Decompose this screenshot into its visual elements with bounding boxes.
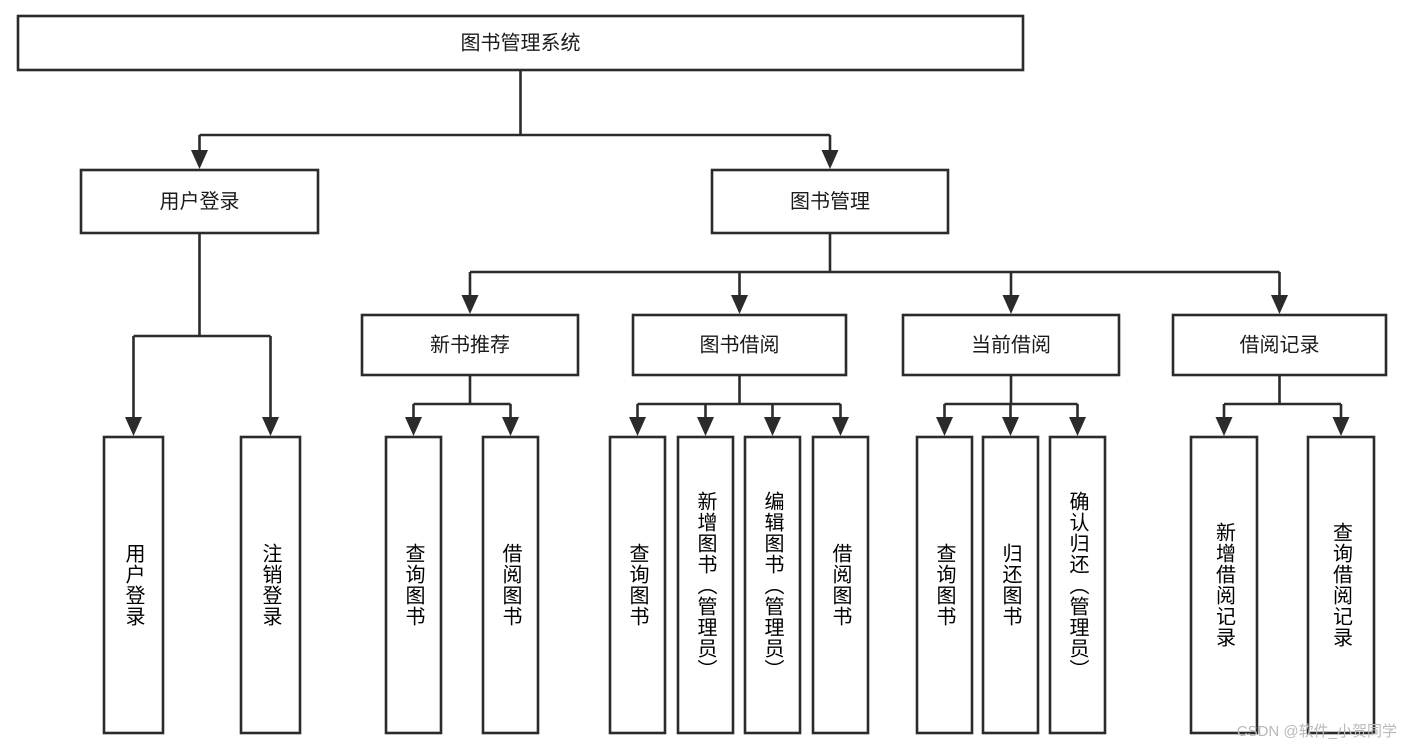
- node-label-book-manage: 图书管理: [790, 190, 870, 213]
- arrow-head-leaf_add_borrow_record: [1215, 417, 1233, 436]
- arrow-head-leaf_query_book_b: [629, 417, 646, 436]
- node-box-book-manage: [710, 168, 950, 235]
- arrow-head-leaf_query_book_c: [936, 417, 953, 436]
- node-label-current-borrow: 当前借阅: [971, 333, 1051, 356]
- node-label-wrap-leaf-user-login: 用户登录: [122, 543, 144, 627]
- arrow-head-leaf_query_book_a: [405, 417, 422, 436]
- node-leaf-user-login[interactable]: 用户登录: [102, 435, 165, 735]
- node-leaf-add-book-admin[interactable]: 新增图书（管理员）: [676, 435, 735, 735]
- node-box-root: [16, 14, 1025, 72]
- node-leaf-return-book[interactable]: 归还图书: [981, 435, 1040, 735]
- node-box-leaf-return-book: [981, 435, 1040, 735]
- arrow-head-user_login: [191, 150, 208, 169]
- node-box-leaf-query-book-b: [608, 435, 667, 735]
- node-box-leaf-borrow-book-b: [811, 435, 870, 735]
- node-label-leaf-edit-book-admin: 编辑图书（管理员）: [761, 490, 783, 680]
- arrow-head-leaf_borrow_book_a: [502, 417, 519, 436]
- arrow-head-leaf_add_book_admin: [697, 417, 714, 436]
- node-label-leaf-return-book: 归还图书: [999, 543, 1021, 627]
- node-label-user-login: 用户登录: [160, 190, 240, 213]
- arrow-head-leaf_return_book: [1002, 417, 1019, 436]
- node-box-leaf-borrow-book-a: [481, 435, 540, 735]
- node-leaf-confirm-return-admin[interactable]: 确认归还（管理员）: [1048, 435, 1107, 735]
- node-box-leaf-confirm-return-admin: [1048, 435, 1107, 735]
- arrow-head-new_book_rec: [461, 295, 479, 314]
- node-label-leaf-confirm-return-admin: 确认归还（管理员）: [1066, 490, 1088, 680]
- node-label-leaf-query-book-a: 查询图书: [402, 543, 424, 627]
- node-label-wrap-leaf-query-book-c: 查询图书: [933, 543, 955, 627]
- node-leaf-borrow-book-b[interactable]: 借阅图书: [811, 435, 870, 735]
- node-label-wrap-leaf-query-book-b: 查询图书: [626, 543, 648, 627]
- arrow-head-current_borrow: [1002, 295, 1020, 314]
- arrow-head-leaf_query_borrow_record: [1332, 417, 1350, 436]
- node-leaf-query-book-b[interactable]: 查询图书: [608, 435, 667, 735]
- arrow-head-leaf_confirm_return_admin: [1069, 417, 1086, 436]
- node-label-wrap-leaf-borrow-book-a: 借阅图书: [499, 543, 521, 627]
- node-label-leaf-add-book-admin: 新增图书（管理员）: [694, 490, 716, 680]
- node-label-root: 图书管理系统: [461, 31, 581, 54]
- node-box-book-borrow: [631, 313, 848, 377]
- node-box-leaf-add-book-admin: [676, 435, 735, 735]
- node-label-borrow-record: 借阅记录: [1240, 333, 1320, 356]
- nodes-layer: 图书管理系统用户登录图书管理新书推荐图书借阅当前借阅借阅记录用户登录注销登录查询…: [16, 14, 1388, 735]
- node-leaf-query-borrow-record[interactable]: 查询借阅记录: [1306, 435, 1376, 735]
- node-label-wrap-leaf-query-book-a: 查询图书: [402, 543, 424, 627]
- node-label-leaf-add-borrow-record: 新增借阅记录: [1212, 522, 1235, 648]
- node-box-leaf-user-login: [102, 435, 165, 735]
- arrow-head-leaf_logout: [262, 417, 279, 436]
- node-leaf-logout[interactable]: 注销登录: [239, 435, 302, 735]
- arrow-head-leaf_user_login: [125, 417, 142, 436]
- node-box-user-login: [79, 168, 320, 235]
- node-box-leaf-add-borrow-record: [1189, 435, 1259, 735]
- node-label-leaf-borrow-book-b: 借阅图书: [829, 543, 851, 627]
- node-leaf-borrow-book-a[interactable]: 借阅图书: [481, 435, 540, 735]
- node-user-login[interactable]: 用户登录: [79, 168, 320, 235]
- node-label-new-book-rec: 新书推荐: [430, 333, 510, 356]
- node-box-leaf-query-borrow-record: [1306, 435, 1376, 735]
- node-leaf-edit-book-admin[interactable]: 编辑图书（管理员）: [743, 435, 802, 735]
- arrow-head-borrow_record: [1271, 295, 1288, 314]
- node-label-wrap-leaf-return-book: 归还图书: [999, 543, 1021, 627]
- arrow-head-leaf_edit_book_admin: [764, 417, 781, 436]
- node-label-wrap-leaf-logout: 注销登录: [259, 543, 281, 627]
- node-box-current-borrow: [901, 313, 1121, 377]
- arrow-head-leaf_borrow_book_b: [832, 417, 849, 436]
- node-label-wrap-leaf-add-borrow-record: 新增借阅记录: [1212, 522, 1235, 648]
- node-label-wrap-leaf-query-borrow-record: 查询借阅记录: [1329, 522, 1352, 648]
- node-leaf-query-book-a[interactable]: 查询图书: [384, 435, 443, 735]
- node-new-book-rec[interactable]: 新书推荐: [360, 313, 580, 377]
- node-label-leaf-query-borrow-record: 查询借阅记录: [1329, 522, 1352, 648]
- node-label-leaf-query-book-c: 查询图书: [933, 543, 955, 627]
- node-box-leaf-edit-book-admin: [743, 435, 802, 735]
- node-label-leaf-logout: 注销登录: [259, 543, 281, 627]
- node-borrow-record[interactable]: 借阅记录: [1171, 313, 1388, 377]
- edges-layer: [125, 70, 1350, 436]
- node-label-leaf-borrow-book-a: 借阅图书: [499, 543, 521, 627]
- node-box-leaf-query-book-c: [915, 435, 974, 735]
- node-root[interactable]: 图书管理系统: [16, 14, 1025, 72]
- node-label-book-borrow: 图书借阅: [700, 333, 780, 356]
- node-current-borrow[interactable]: 当前借阅: [901, 313, 1121, 377]
- node-label-wrap-leaf-edit-book-admin: 编辑图书（管理员）: [761, 490, 783, 680]
- arrow-head-book_manage: [821, 150, 839, 169]
- node-book-manage[interactable]: 图书管理: [710, 168, 950, 235]
- node-box-borrow-record: [1171, 313, 1388, 377]
- node-leaf-query-book-c[interactable]: 查询图书: [915, 435, 974, 735]
- node-box-leaf-logout: [239, 435, 302, 735]
- node-book-borrow[interactable]: 图书借阅: [631, 313, 848, 377]
- csdn-watermark: CSDN @软件_小贺同学: [1236, 723, 1397, 740]
- node-label-wrap-leaf-borrow-book-b: 借阅图书: [829, 543, 851, 627]
- node-box-new-book-rec: [360, 313, 580, 377]
- node-label-wrap-leaf-add-book-admin: 新增图书（管理员）: [694, 490, 716, 680]
- node-label-leaf-user-login: 用户登录: [122, 543, 144, 627]
- node-leaf-add-borrow-record[interactable]: 新增借阅记录: [1189, 435, 1259, 735]
- node-label-leaf-query-book-b: 查询图书: [626, 543, 648, 627]
- node-box-leaf-query-book-a: [384, 435, 443, 735]
- node-label-wrap-leaf-confirm-return-admin: 确认归还（管理员）: [1066, 490, 1088, 680]
- arrow-head-book_borrow: [731, 295, 748, 314]
